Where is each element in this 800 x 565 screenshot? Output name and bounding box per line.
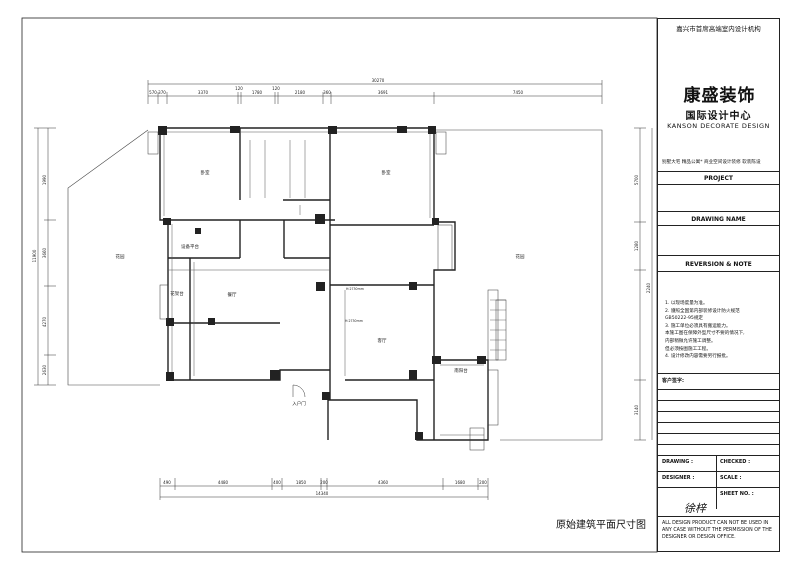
- top-dim-9: 7450: [513, 90, 524, 95]
- window-bays: [147, 131, 507, 451]
- room-entrance: 入户门: [292, 400, 306, 407]
- bottom-dim-7: 200: [479, 480, 487, 485]
- drawing-name-label: DRAWING NAME: [691, 216, 746, 223]
- checked-field-label: CHECKED :: [720, 459, 751, 465]
- note-line: 3. 施工单位必须具有搬运能力。: [665, 323, 731, 329]
- top-dim-total: 30270: [372, 78, 385, 83]
- bottom-dim-3: 1850: [296, 480, 307, 485]
- left-dim-3: 4270: [42, 316, 47, 327]
- note-line: 1. 以现场度量为准。: [665, 301, 708, 306]
- room-garden-right: 花园: [516, 253, 525, 260]
- note-line: 2. 遵照全国第内部装修设计防火规范: [665, 308, 740, 314]
- org-name: 嘉兴市首席高端室内设计机构: [676, 25, 761, 33]
- top-dim-6: 2180: [295, 90, 306, 95]
- top-dim-2: 3370: [198, 90, 209, 95]
- bottom-dim-2: 400: [273, 480, 281, 485]
- note-line: 但必须按图施工工程。: [665, 346, 711, 352]
- bottom-dimension-chain: [159, 478, 489, 500]
- garden-outlines: [67, 129, 603, 441]
- bottom-dim-6: 1680: [455, 480, 466, 485]
- top-dim-1: 370: [158, 90, 166, 95]
- room-equipment-platform: 设备平台: [181, 243, 199, 250]
- level-mark-balcony: H:2730mm: [346, 287, 364, 291]
- drawing-field-label: DRAWING :: [662, 459, 694, 465]
- room-bedroom-2: 卧室: [382, 169, 391, 176]
- room-garden-left: 花园: [116, 253, 125, 260]
- bottom-dim-4: 200: [320, 480, 328, 485]
- note-line: 本施工图在保障外型尺寸不要的情况下,: [665, 331, 745, 337]
- left-dim-total: 11900: [32, 249, 37, 262]
- copyright-disclaimer: ALL DESIGN PRODUCT CAN NOT BE USED IN AN…: [662, 520, 772, 541]
- bottom-dim-5: 4360: [378, 480, 389, 485]
- drawing-title: 原始建筑平面尺寸图: [556, 520, 646, 531]
- room-bedroom-1: 卧室: [201, 169, 210, 176]
- left-dim-0: 1990: [42, 174, 47, 185]
- note-line: GB50222-95规定: [665, 316, 704, 322]
- left-dim-4: 2630: [42, 364, 47, 375]
- right-dim-2: 2240: [646, 282, 651, 293]
- revision-notes: 1. 以现场度量为准。 2. 遵照全国第内部装修设计防火规范 GB50222-9…: [665, 300, 745, 361]
- title-block: 嘉兴市首席高端室内设计机构 康盛装饰 国际设计中心 KANSON DECORAT…: [657, 18, 780, 552]
- disclaimer-line: ANY CASE WITHOUT THE PERMISSION OF THE: [662, 528, 772, 533]
- company-logo: 康盛装饰: [683, 86, 756, 106]
- top-dimension-chain: [147, 80, 603, 104]
- left-dimension-chain: [34, 127, 56, 386]
- disclaimer-line: DESIGNER OR DESIGN OFFICE.: [662, 535, 736, 540]
- right-dim-0: 5700: [634, 174, 639, 185]
- client-signature-label: 客户签字:: [662, 378, 684, 384]
- scale-field-label: SCALE :: [720, 475, 742, 481]
- garden-steps: [490, 299, 506, 351]
- designer-signature: 徐梓: [684, 502, 706, 515]
- level-mark-living: H:2730mm: [345, 319, 363, 323]
- revision-label: REVERSION & NOTE: [685, 261, 752, 268]
- bottom-dim-total: 14340: [316, 491, 329, 496]
- room-south-balcony: 南阳台: [454, 367, 468, 374]
- project-label: PROJECT: [704, 175, 733, 182]
- designer-field-label: DESIGNER :: [662, 475, 695, 481]
- disclaimer-line: ALL DESIGN PRODUCT CAN NOT BE USED IN: [662, 521, 769, 526]
- bottom-dim-0: 490: [163, 480, 171, 485]
- entrance-door: [292, 384, 306, 398]
- right-dim-3: 3140: [634, 404, 639, 415]
- right-dimension-chain: [634, 127, 653, 441]
- room-flower-stand: 花架台: [170, 290, 184, 297]
- top-dim-8: 3691: [378, 90, 389, 95]
- top-dim-4: 1780: [252, 90, 263, 95]
- logo-english-name: KANSON DECORATE DESIGN: [667, 122, 770, 130]
- right-dim-1: 1280: [634, 240, 639, 251]
- top-dim-0: 570: [149, 90, 157, 95]
- service-list: 别墅大宅 精品公寓* 商业空间设计装修 软装陈设: [662, 160, 761, 165]
- bottom-dim-1: 4480: [218, 480, 229, 485]
- sheet-no-field-label: SHEET NO. :: [720, 491, 754, 497]
- room-dining: 餐厅: [228, 291, 237, 298]
- top-dim-3: 120: [235, 86, 243, 91]
- note-line: 4. 设计修改内容需要另行报批。: [665, 354, 731, 360]
- note-line: 内部稍微允许施工调整。: [665, 338, 716, 344]
- structural-columns: [158, 126, 486, 440]
- top-dim-7: 360: [323, 90, 331, 95]
- top-dim-5: 120: [272, 86, 280, 91]
- room-living: 客厅: [378, 337, 387, 344]
- logo-subtitle: 国际设计中心: [685, 111, 752, 122]
- left-dim-1: 3660: [42, 247, 47, 258]
